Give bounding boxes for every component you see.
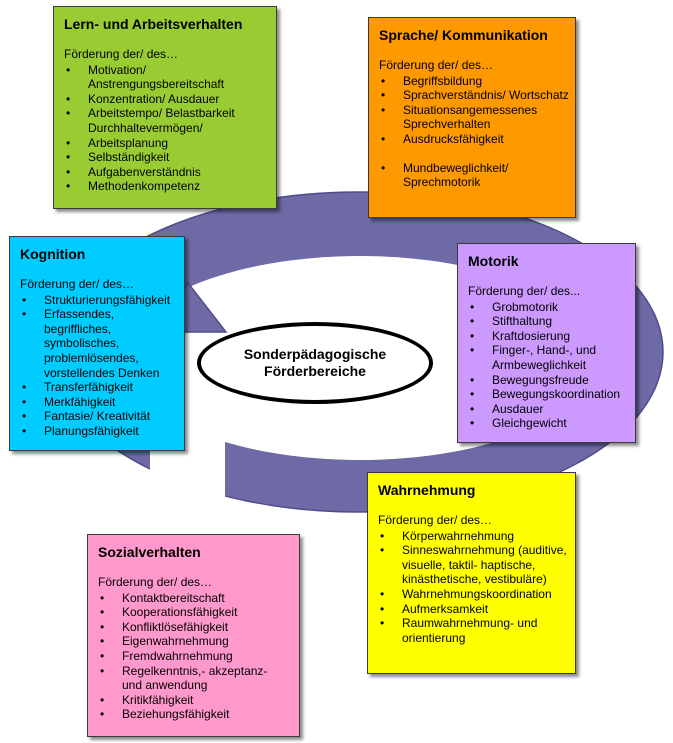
- box-title: Sozialverhalten: [98, 544, 201, 560]
- box-lern-arbeitsverhalten: Lern- und Arbeitsverhalten Förderung der…: [53, 6, 277, 209]
- list-item: Bewegungsfreude: [470, 373, 629, 388]
- list-item: Grobmotorik: [470, 300, 629, 315]
- list-item: Ausdauer: [470, 402, 629, 417]
- item-list: Grobmotorik Stifthaltung Kraftdosierung …: [468, 300, 629, 431]
- box-intro: Förderung der/ des…: [64, 47, 179, 61]
- list-item: Methodenkompetenz: [66, 179, 270, 194]
- list-item: Situationsangemessenes Sprechverhalten: [381, 103, 569, 132]
- list-item: Mundbeweglichkeit/ Sprechmotorik: [381, 161, 569, 190]
- list-item: Sprachverständnis/ Wortschatz: [381, 88, 569, 103]
- list-item: Eigenwahrnehmung: [100, 634, 293, 649]
- list-item: Fremdwahrnehmung: [100, 649, 293, 664]
- list-item: Beziehungsfähigkeit: [100, 707, 293, 722]
- list-item: Aufmerksamkeit: [380, 602, 569, 617]
- box-intro: Förderung der/ des…: [20, 277, 135, 291]
- list-item: Motivation/ Anstrengungsbereitschaft: [66, 63, 270, 92]
- box-sprache-kommunikation: Sprache/ Kommunikation Förderung der/ de…: [368, 17, 576, 218]
- list-item: Konzentration/ Ausdauer: [66, 92, 270, 107]
- list-item: Regelkenntnis,- akzeptanz- und anwendung: [100, 664, 282, 693]
- list-item: Kraftdosierung: [470, 329, 629, 344]
- list-item: Finger-, Hand-, und Armbeweglichkeit: [470, 343, 629, 372]
- box-intro: Förderung der/ des…: [378, 513, 493, 527]
- box-title: Sprache/ Kommunikation: [379, 27, 548, 43]
- list-item: Begriffsbildung: [381, 74, 569, 89]
- box-intro: Förderung der/ des...: [468, 284, 581, 298]
- list-item: Merkfähigkeit: [22, 395, 178, 410]
- box-kognition: Kognition Förderung der/ des… Strukturie…: [9, 236, 185, 451]
- box-intro: Förderung der/ des…: [98, 575, 213, 589]
- box-motorik: Motorik Förderung der/ des... Grobmotori…: [457, 243, 636, 443]
- list-item: Aufgabenverständnis: [66, 165, 270, 180]
- list-item: Transferfähigkeit: [22, 380, 178, 395]
- box-title: Wahrnehmung: [378, 482, 476, 498]
- item-list: Motivation/ Anstrengungsbereitschaft Kon…: [64, 63, 270, 194]
- box-sozialverhalten: Sozialverhalten Förderung der/ des… Kont…: [87, 534, 300, 737]
- box-title: Motorik: [468, 253, 519, 269]
- list-item: Erfassendes, begriffliches, symbolisches…: [22, 307, 164, 380]
- list-item: Strukturierungsfähigkeit: [22, 293, 178, 308]
- center-ellipse: Sonderpädagogische Förderbereiche: [197, 322, 433, 404]
- box-intro: Förderung der/ des…: [379, 58, 494, 72]
- list-item: Ausdrucksfähigkeit: [381, 132, 569, 147]
- box-title: Kognition: [20, 246, 86, 262]
- list-item: Selbständigkeit: [66, 150, 270, 165]
- list-item: Kooperationsfähigkeit: [100, 605, 293, 620]
- center-title-line2: Förderbereiche: [264, 363, 366, 379]
- list-item: Sinneswahrnehmung (auditive, visuelle, t…: [380, 543, 569, 587]
- list-item: Planungsfähigkeit: [22, 424, 178, 439]
- list-item: Gleichgewicht: [470, 416, 629, 431]
- item-list: Körperwahrnehmung Sinneswahrnehmung (aud…: [378, 529, 569, 646]
- list-item: Arbeitsplanung: [66, 136, 270, 151]
- list-item: Kritikfähigkeit: [100, 693, 293, 708]
- item-list: Kontaktbereitschaft Kooperationsfähigkei…: [98, 591, 293, 722]
- list-item: Bewegungskoordination: [470, 387, 629, 402]
- list-item: Wahrnehmungskoordination: [380, 587, 569, 602]
- item-list: Begriffsbildung Sprachverständnis/ Worts…: [379, 74, 569, 190]
- center-title-line1: Sonderpädagogische: [243, 346, 387, 362]
- list-item: Konfliktlösefähigkeit: [100, 620, 293, 635]
- list-item: Körperwahrnehmung: [380, 529, 569, 544]
- item-list: Strukturierungsfähigkeit Erfassendes, be…: [20, 293, 178, 439]
- list-item: Fantasie/ Kreativität: [22, 409, 178, 424]
- box-title: Lern- und Arbeitsverhalten: [64, 16, 243, 32]
- list-item: Raumwahrnehmung- und orientierung: [380, 616, 552, 645]
- list-item: Stifthaltung: [470, 314, 629, 329]
- list-item: Arbeitstempo/ Belastbarkeit Durchhalteve…: [66, 106, 270, 135]
- list-item: Kontaktbereitschaft: [100, 591, 293, 606]
- box-wahrnehmung: Wahrnehmung Förderung der/ des… Körperwa…: [367, 472, 576, 674]
